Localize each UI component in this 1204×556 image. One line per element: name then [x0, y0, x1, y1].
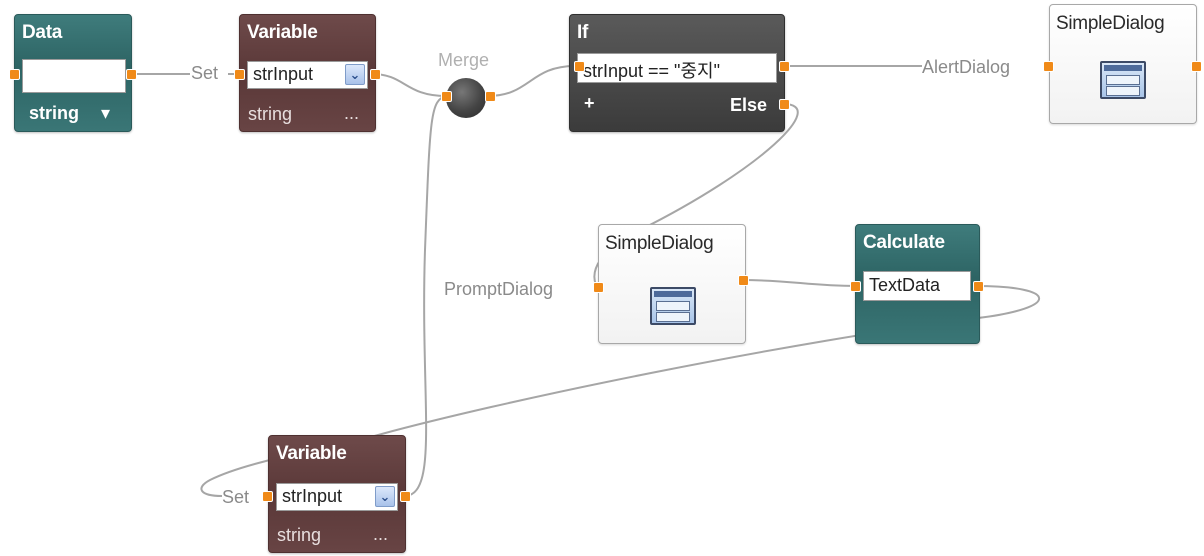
- data-node-title: Data: [22, 22, 62, 43]
- variable-bottom-title: Variable: [276, 443, 347, 464]
- chevron-down-icon[interactable]: ▾: [101, 103, 111, 123]
- merge-in-port[interactable]: [441, 91, 452, 102]
- if-then-port[interactable]: [779, 61, 790, 72]
- variable-top-title: Variable: [247, 22, 318, 43]
- variable-bottom-select[interactable]: strInput ⌄: [276, 483, 398, 511]
- if-node[interactable]: If strInput == "중지" + Else: [569, 14, 785, 132]
- calculate-in-port[interactable]: [850, 281, 861, 292]
- simple-dialog-top-in-port[interactable]: [1043, 61, 1054, 72]
- alert-dialog-label: AlertDialog: [922, 57, 1011, 77]
- set-label-bottom: Set: [222, 487, 250, 507]
- calculate-title: Calculate: [863, 232, 945, 253]
- chevron-down-icon[interactable]: ⌄: [345, 64, 365, 85]
- variable-bottom-name: strInput: [282, 486, 343, 506]
- wire-variable-to-merge: [371, 73, 447, 97]
- wire-else-to-prompt: [593, 103, 799, 286]
- simple-dialog-top-out-port[interactable]: [1191, 61, 1202, 72]
- variable-bottom-type: string: [277, 525, 322, 545]
- simple-dialog-node-mid[interactable]: SimpleDialog: [598, 224, 746, 344]
- wire-calc-loop: [200, 285, 1041, 497]
- if-else-label: Else: [730, 95, 768, 115]
- dialog-icon: [1100, 61, 1146, 99]
- if-condition-input[interactable]: strInput == "중지": [577, 53, 777, 83]
- merge-label: Merge: [438, 50, 490, 70]
- variable-top-out-port[interactable]: [370, 69, 381, 80]
- wire-merge-to-if: [487, 65, 576, 97]
- if-in-port[interactable]: [574, 61, 585, 72]
- variable-top-more-button[interactable]: ...: [344, 103, 360, 123]
- variable-node-top[interactable]: Variable strInput ⌄ string ...: [239, 14, 376, 132]
- if-else-port[interactable]: [779, 99, 790, 110]
- calculate-node[interactable]: Calculate TextData: [855, 224, 980, 344]
- variable-node-bottom[interactable]: Variable strInput ⌄ string ...: [268, 435, 406, 553]
- prompt-dialog-label: PromptDialog: [444, 279, 554, 299]
- simple-dialog-mid-out-port[interactable]: [738, 275, 749, 286]
- calculate-field[interactable]: TextData: [863, 271, 971, 301]
- wire-dialog-to-calc: [741, 279, 857, 287]
- variable-top-in-port[interactable]: [234, 69, 245, 80]
- data-out-port[interactable]: [126, 69, 137, 80]
- if-add-button[interactable]: +: [584, 93, 595, 113]
- chevron-down-icon[interactable]: ⌄: [375, 486, 395, 507]
- data-in-port[interactable]: [9, 69, 20, 80]
- simple-dialog-node-top[interactable]: SimpleDialog: [1049, 4, 1197, 124]
- simple-dialog-mid-title: SimpleDialog: [605, 233, 714, 254]
- simple-dialog-mid-in-port[interactable]: [593, 282, 604, 293]
- wire-var-bottom-to-merge: [403, 95, 447, 497]
- variable-top-select[interactable]: strInput ⌄: [247, 61, 368, 89]
- set-label-top: Set: [191, 63, 219, 83]
- merge-node[interactable]: [446, 78, 486, 118]
- if-title: If: [577, 22, 589, 43]
- variable-bottom-more-button[interactable]: ...: [373, 524, 389, 544]
- data-type-label[interactable]: string: [29, 103, 80, 123]
- variable-bottom-out-port[interactable]: [400, 491, 411, 502]
- merge-out-port[interactable]: [485, 91, 496, 102]
- simple-dialog-top-title: SimpleDialog: [1056, 13, 1165, 34]
- variable-top-name: strInput: [253, 64, 314, 84]
- calculate-out-port[interactable]: [973, 281, 984, 292]
- variable-bottom-in-port[interactable]: [262, 491, 273, 502]
- data-node[interactable]: Data string ▾: [14, 14, 132, 132]
- data-value-input[interactable]: [22, 59, 126, 93]
- variable-top-type: string: [248, 104, 293, 124]
- dialog-icon: [650, 287, 696, 325]
